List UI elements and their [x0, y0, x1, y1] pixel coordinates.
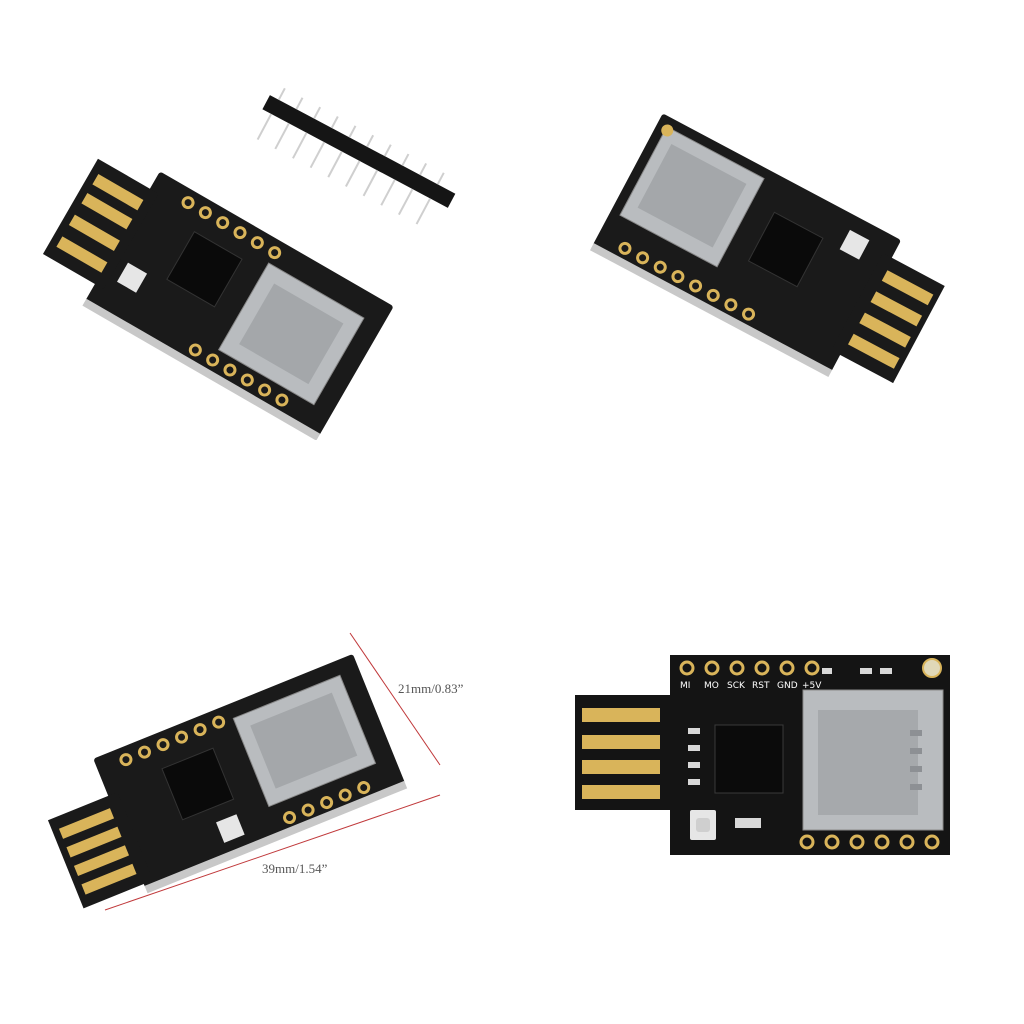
pin-label-5v: +5V [802, 681, 822, 691]
board [590, 114, 945, 384]
photo-pin-header-view [40, 60, 500, 440]
photo-dimension-view: 21mm/0.83” 39mm/1.54” [20, 615, 520, 915]
board [42, 158, 393, 440]
pin-label-rst: RST [752, 681, 770, 691]
board-with-header-illustration [42, 87, 456, 440]
photo-top-view: MI MO SCK RST GND +5V [570, 650, 960, 860]
board [47, 654, 408, 909]
pin-label-gnd: GND [777, 681, 798, 691]
photo-rotated-view [560, 80, 980, 420]
height-dimension-line [349, 632, 441, 766]
top-view-board-illustration: MI MO SCK RST GND +5V [575, 655, 950, 855]
height-dimension-label: 21mm/0.83” [398, 681, 464, 696]
pin-header [256, 87, 456, 225]
width-dimension-line [104, 794, 441, 911]
pin-label-mi: MI [680, 681, 690, 691]
dimension-board-illustration: 21mm/0.83” 39mm/1.54” [47, 632, 464, 911]
rotated-board-illustration [590, 114, 945, 384]
top-pin-pads [679, 660, 820, 676]
microcontroller-chip [714, 724, 784, 794]
pin-label-sck: SCK [727, 681, 746, 691]
pin-label-mo: MO [704, 681, 719, 691]
bottom-pin-pads [799, 834, 940, 850]
width-dimension-label: 39mm/1.54” [262, 861, 328, 876]
